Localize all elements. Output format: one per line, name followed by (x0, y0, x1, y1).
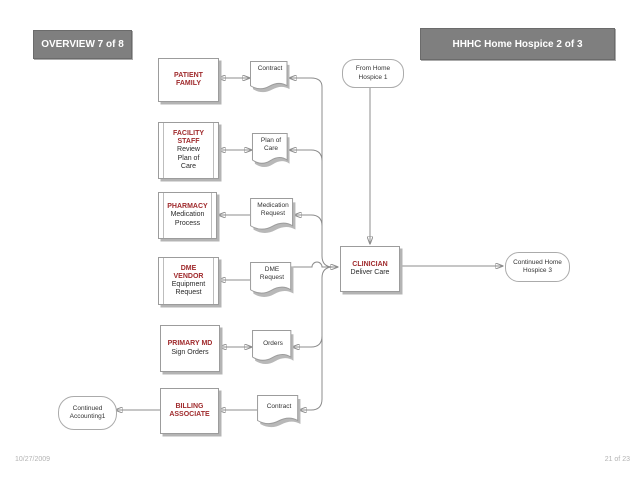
terminator-continued-home-hospice-3: Continued Home Hospice 3 (505, 252, 570, 282)
actor-box-billing-associate: BILLING ASSOCIATE (160, 388, 219, 434)
doc-label: Contract (266, 403, 292, 410)
connector-clinician-contract-bottom (299, 266, 338, 410)
actor-box-pharmacy: PHARMACY Medication Process (158, 192, 217, 239)
doc-label: DME Request (259, 266, 285, 281)
doc-contract-bottom: Contract (257, 395, 301, 429)
connector-branch-medrequest (294, 215, 323, 227)
actor-detail: Sign Orders (171, 348, 209, 356)
actor-name: PATIENT FAMILY (174, 71, 203, 87)
header-left-label: OVERVIEW 7 of 8 (41, 39, 124, 50)
header-right-label: HHHC Home Hospice 2 of 3 (452, 38, 583, 50)
doc-dme-request: DME Request (250, 262, 294, 299)
doc-label: Orders (263, 340, 283, 347)
doc-label: Contract (257, 65, 283, 72)
doc-orders: Orders (252, 330, 294, 366)
actor-detail: Deliver Care (350, 269, 390, 276)
doc-label: Medication Request (257, 202, 289, 217)
actor-name: BILLING ASSOCIATE (169, 402, 210, 418)
document-shape-icon (250, 61, 290, 93)
header-right: HHHC Home Hospice 2 of 3 (420, 28, 615, 60)
document-shape-icon (250, 198, 296, 233)
terminator-continued-accounting-1: Continued Accounting1 (58, 396, 117, 430)
actor-box-patient-family: PATIENT FAMILY (158, 58, 219, 102)
doc-plan-of-care: Plan of Care (252, 133, 290, 169)
terminator-from-home-hospice-1: From Home Hospice 1 (342, 59, 404, 88)
document-shape-icon (252, 133, 290, 168)
connector-branch-orders (292, 335, 323, 347)
connector-branch-planofcare (289, 150, 323, 162)
document-shape-icon (257, 395, 301, 428)
actor-name: FACILITY STAFF (172, 129, 205, 146)
footer-date: 10/27/2009 (15, 456, 51, 463)
actor-detail: Review Plan of Care (177, 146, 200, 170)
footer-page-number: 21 of 23 (604, 456, 630, 463)
actor-box-primary-md: PRIMARY MD Sign Orders (160, 325, 220, 372)
doc-label: Plan of Care (260, 137, 282, 152)
doc-contract-top: Contract (250, 61, 290, 94)
actor-box-clinician: CLINICIAN Deliver Care (340, 246, 400, 292)
doc-medication-request: Medication Request (250, 198, 296, 235)
document-shape-icon (252, 330, 294, 365)
terminator-label: From Home Hospice 1 (355, 65, 391, 81)
actor-detail: Medication Process (170, 211, 205, 227)
actor-name: CLINICIAN (352, 260, 388, 268)
actor-name: DME VENDOR (173, 264, 204, 280)
actor-name: PHARMACY (167, 203, 208, 211)
actor-detail: Equipment Request (171, 281, 206, 297)
terminator-label: Continued Accounting1 (69, 404, 106, 420)
actor-box-facility-staff: FACILITY STAFF Review Plan of Care (158, 122, 219, 179)
actor-box-dme-vendor: DME VENDOR Equipment Request (158, 257, 219, 305)
document-shape-icon (250, 262, 294, 297)
header-left: OVERVIEW 7 of 8 (33, 30, 132, 59)
actor-name: PRIMARY MD (167, 340, 213, 348)
connector-clinician-contract-top (289, 78, 338, 268)
connector-dmerequest-clinician (291, 261, 338, 267)
terminator-label: Continued Home Hospice 3 (513, 258, 562, 274)
